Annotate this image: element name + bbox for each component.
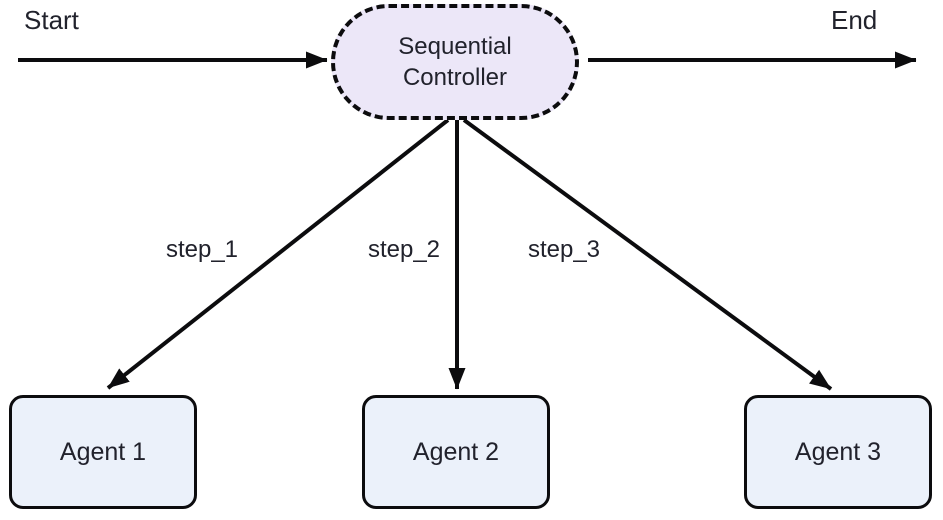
edge-label-step-1: step_1: [162, 236, 242, 264]
start-label: Start: [24, 5, 79, 35]
edge-label-step-3: step_3: [524, 236, 604, 264]
controller-label-line2: Controller: [402, 64, 508, 91]
edge-step-3-line: [462, 118, 833, 391]
sequential-controller-node: Sequential Controller: [331, 4, 579, 120]
agent-1-label: Agent 1: [59, 437, 147, 466]
agent-3-node: Agent 3: [744, 395, 932, 509]
edge-label-step-2: step_2: [364, 236, 444, 264]
controller-label-line1: Sequential: [398, 33, 512, 60]
agent-3-label: Agent 3: [794, 437, 882, 466]
edge-step-1-line: [106, 118, 450, 390]
agent-2-node: Agent 2: [362, 395, 550, 509]
agent-1-node: Agent 1: [9, 395, 197, 509]
agent-2-label: Agent 2: [412, 437, 500, 466]
end-label: End: [831, 5, 878, 35]
